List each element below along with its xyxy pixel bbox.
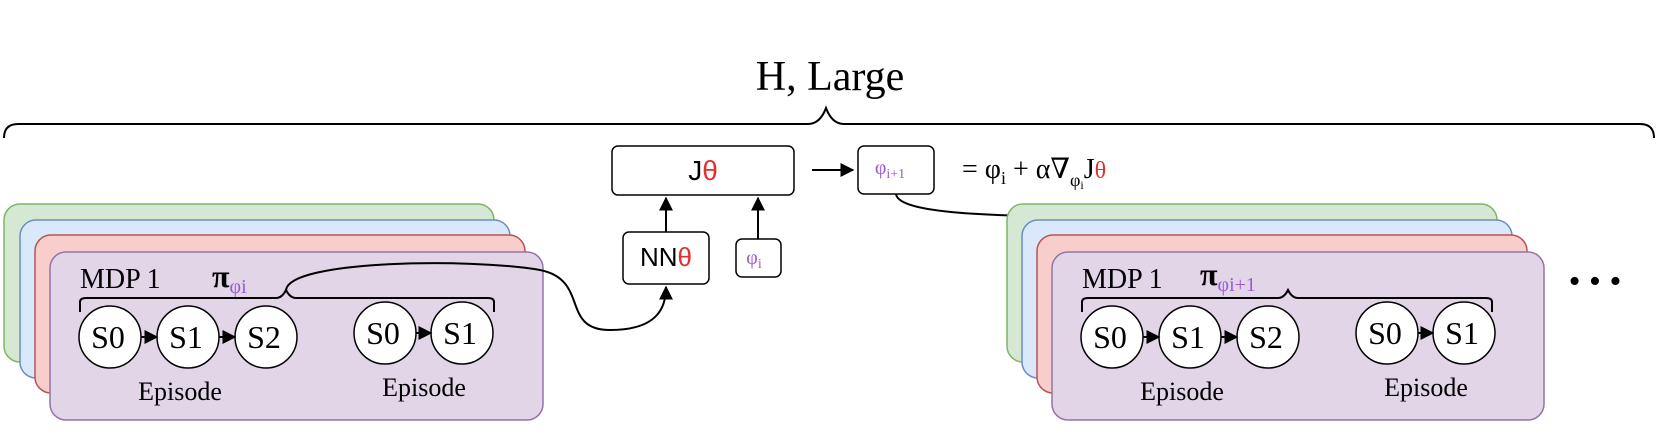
episode-2: S0 S1 Episode — [353, 301, 494, 402]
state-label: S0 — [91, 319, 125, 355]
policy-subscript: φi+1 — [1218, 274, 1256, 296]
policy-subscript: φi — [230, 276, 248, 298]
objective-label: Jθ — [688, 155, 718, 186]
episode-2: S0 S1 Episode — [1355, 301, 1496, 402]
episode-label: Episode — [1140, 377, 1224, 406]
state-label: S1 — [1445, 315, 1479, 351]
center-block: Jθ NNθ φi φi+1 = φi + α∇φiJθ — [285, 145, 1308, 332]
mdp-label: MDP 1 — [80, 264, 161, 295]
state-label: S1 — [169, 319, 203, 355]
episode-brace — [1081, 287, 1493, 312]
episode-1: S0 S1 S2 Episode — [1080, 305, 1300, 406]
state-label: S2 — [247, 319, 281, 355]
state-label: S0 — [1093, 319, 1127, 355]
policy-label: πφi — [212, 258, 247, 298]
policy-label: πφi+1 — [1200, 256, 1256, 296]
episode-label: Episode — [1384, 373, 1468, 402]
trajectory-to-nn-arrow — [285, 262, 673, 332]
state-label: S1 — [1171, 319, 1205, 355]
episode-1: S0 S1 S2 Episode — [78, 305, 298, 406]
title: H, Large — [756, 54, 905, 100]
objective-box — [611, 145, 795, 196]
phi-label: φi — [746, 247, 762, 272]
state-label: S2 — [1249, 319, 1283, 355]
horizon-brace — [3, 105, 1655, 139]
left-mdp-stack: MDP 1 πφi S0 S1 S2 Episode S0 S1 Episode — [3, 203, 544, 421]
nn-label: NNθ — [640, 242, 692, 272]
state-label: S0 — [1368, 315, 1402, 351]
episode-label: Episode — [138, 377, 222, 406]
continuation-ellipsis: • • • — [1569, 263, 1622, 300]
state-label: S0 — [366, 315, 400, 351]
phi-next-label: φi+1 — [875, 157, 905, 182]
right-mdp-stack: MDP 1 πφi+1 S0 S1 S2 Episode S0 S1 Episo… — [1006, 203, 1545, 421]
episode-label: Episode — [382, 373, 466, 402]
update-rule: = φi + α∇φiJθ — [962, 154, 1106, 192]
state-label: S1 — [443, 315, 477, 351]
mdp-label: MDP 1 — [1082, 264, 1163, 295]
